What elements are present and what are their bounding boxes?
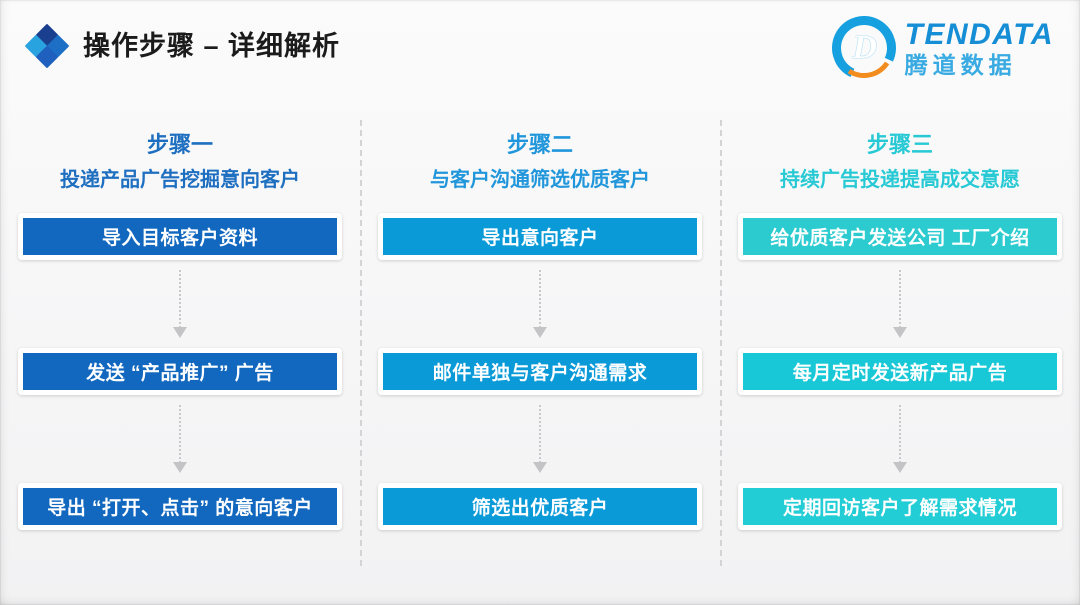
step-column-3: 步骤三 持续广告投递提高成交意愿 给优质客户发送公司 工厂介绍 每月定时发送新产… <box>720 118 1080 588</box>
step-label: 步骤三 <box>866 132 933 157</box>
step-subtitle: 投递产品广告挖掘意向客户 <box>60 169 300 192</box>
flow-arrow-down-icon <box>378 395 702 483</box>
step-column-2-head: 步骤二 与客户沟通筛选优质客户 <box>378 132 702 193</box>
step-column-2: 步骤二 与客户沟通筛选优质客户 导出意向客户 邮件单独与客户沟通需求 筛选出优质… <box>360 118 720 588</box>
step-subtitle: 持续广告投递提高成交意愿 <box>780 169 1020 192</box>
logo-name-cn: 腾道数据 <box>904 51 1017 78</box>
step-label: 步骤一 <box>146 132 213 157</box>
step-column-1-boxes: 导入目标客户资料 发送 “产品推广” 广告 导出 “打开、点击” 的意向客户 <box>18 213 342 531</box>
page-title: 操作步骤 – 详细解析 <box>83 30 341 61</box>
flow-box[interactable]: 筛选出优质客户 <box>378 483 702 531</box>
step-column-3-head: 步骤三 持续广告投递提高成交意愿 <box>738 132 1062 193</box>
steps-columns: 步骤一 投递产品广告挖掘意向客户 导入目标客户资料 发送 “产品推广” 广告 导… <box>0 118 1080 588</box>
logo-wordmark: TENDATA 腾道数据 <box>904 17 1054 78</box>
step-label: 步骤二 <box>506 132 573 157</box>
flow-box[interactable]: 给优质客户发送公司 工厂介绍 <box>738 213 1062 261</box>
flow-arrow-down-icon <box>18 395 342 483</box>
logo-mark-icon: D <box>822 6 905 90</box>
flow-arrow-down-icon <box>378 260 702 348</box>
flow-box[interactable]: 邮件单独与客户沟通需求 <box>378 348 702 396</box>
step-column-1-head: 步骤一 投递产品广告挖掘意向客户 <box>18 132 342 193</box>
slide-header: 操作步骤 – 详细解析 D TENDATA 腾道数据 <box>0 0 1080 100</box>
step-column-1: 步骤一 投递产品广告挖掘意向客户 导入目标客户资料 发送 “产品推广” 广告 导… <box>0 118 360 588</box>
logo-letter: D <box>852 29 877 66</box>
flow-box[interactable]: 导出 “打开、点击” 的意向客户 <box>18 483 342 531</box>
step-subtitle: 与客户沟通筛选优质客户 <box>430 169 650 192</box>
flow-box[interactable]: 每月定时发送新产品广告 <box>738 348 1062 396</box>
flow-box[interactable]: 定期回访客户了解需求情况 <box>738 483 1062 531</box>
step-column-3-boxes: 给优质客户发送公司 工厂介绍 每月定时发送新产品广告 定期回访客户了解需求情况 <box>738 213 1062 531</box>
tendata-logo: D TENDATA 腾道数据 <box>822 6 1054 90</box>
flow-box[interactable]: 导出意向客户 <box>378 213 702 261</box>
flow-arrow-down-icon <box>738 260 1062 348</box>
logo-name-en: TENDATA <box>904 17 1054 51</box>
flow-box[interactable]: 发送 “产品推广” 广告 <box>18 348 342 396</box>
flow-arrow-down-icon <box>738 395 1062 483</box>
flow-arrow-down-icon <box>18 260 342 348</box>
diamond-cluster-icon <box>24 23 70 69</box>
title-group: 操作步骤 – 详细解析 <box>24 23 341 69</box>
flow-box[interactable]: 导入目标客户资料 <box>18 213 342 261</box>
step-column-2-boxes: 导出意向客户 邮件单独与客户沟通需求 筛选出优质客户 <box>378 213 702 531</box>
